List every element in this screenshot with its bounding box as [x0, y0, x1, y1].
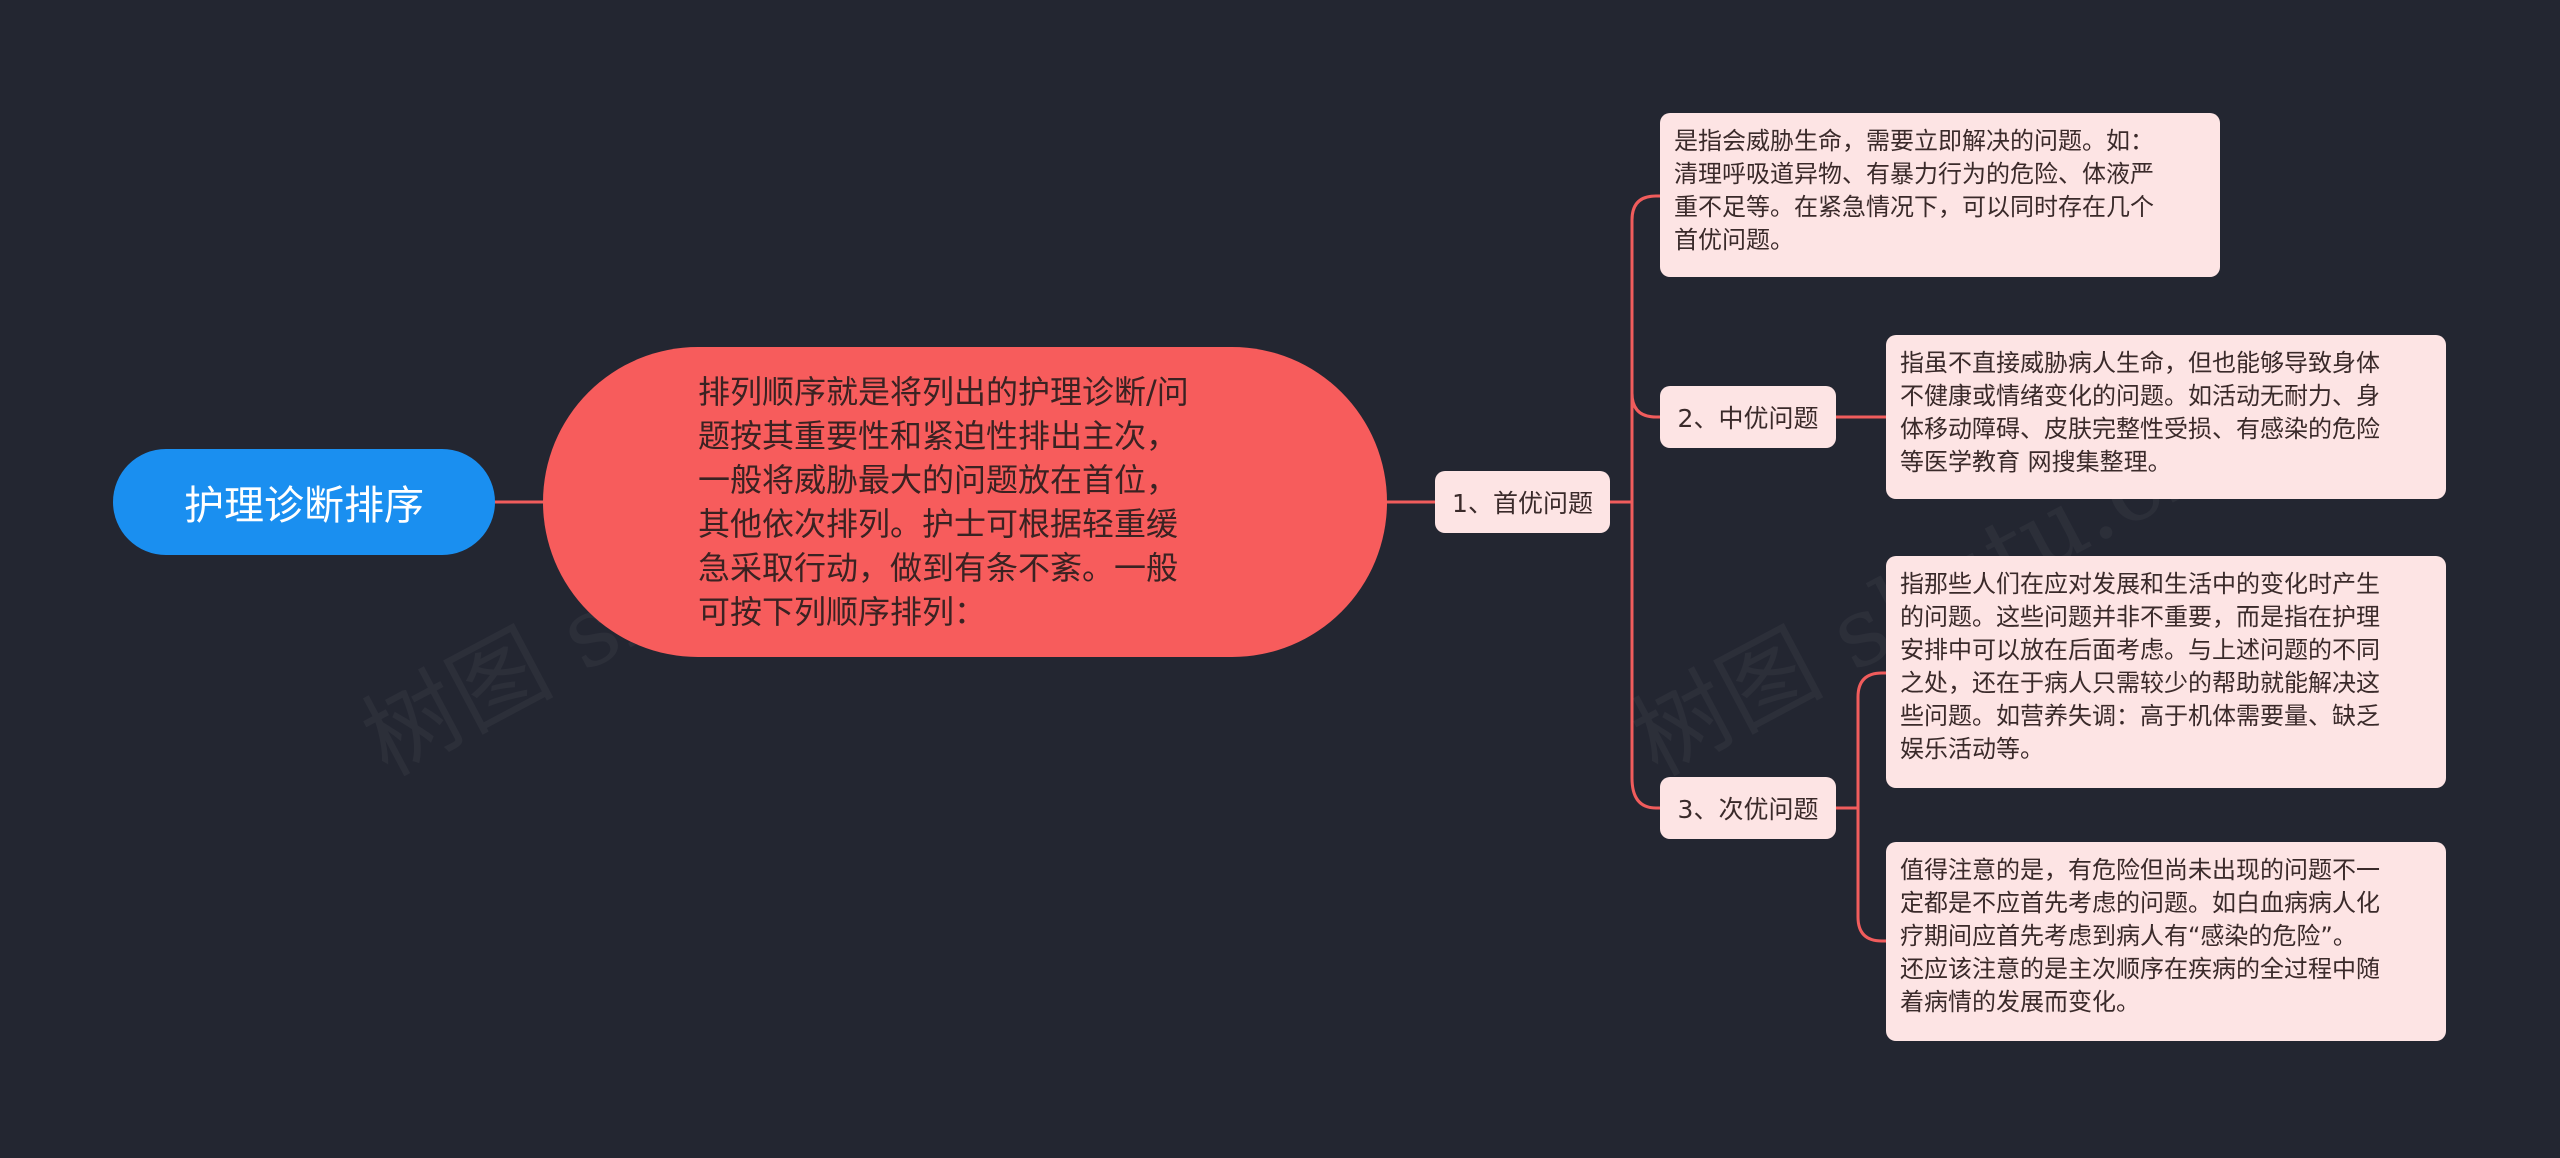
main-line: 一般将威胁最大的问题放在首位， [698, 461, 1179, 499]
branch-first-priority[interactable]: 1、首优问题 [1435, 471, 1610, 533]
leaf-line: 之处，还在于病人只需较少的帮助就能解决这 [1900, 669, 2380, 697]
leaf-line: 着病情的发展而变化。 [1900, 988, 2140, 1016]
leaf-line: 是指会威胁生命，需要立即解决的问题。如： [1674, 127, 2154, 155]
branch-label: 2、中优问题 [1677, 404, 1819, 433]
branch-label: 1、首优问题 [1452, 489, 1593, 518]
leaf-line: 的问题。这些问题并非不重要，而是指在护理 [1900, 603, 2380, 631]
branch-label: 3、次优问题 [1677, 795, 1819, 824]
leaf-line: 安排中可以放在后面考虑。与上述问题的不同 [1900, 636, 2380, 664]
main-topic-text: 排列顺序就是将列出的护理诊断/问 题按其重要性和紧迫性排出主次， 一般将威胁最大… [698, 370, 1189, 634]
leaf-line: 还应该注意的是主次顺序在疾病的全过程中随 [1900, 955, 2380, 983]
connector-third-group [1834, 671, 1888, 943]
leaf-line: 首优问题。 [1674, 226, 1794, 254]
leaf-line: 体移动障碍、皮肤完整性受损、有感染的危险 [1900, 415, 2380, 443]
leaf-line: 清理呼吸道异物、有暴力行为的危险、体液严 [1674, 160, 2154, 188]
main-line: 其他依次排列。护士可根据轻重缓 [698, 505, 1179, 543]
main-topic-node[interactable]: 排列顺序就是将列出的护理诊断/问 题按其重要性和紧迫性排出主次， 一般将威胁最大… [543, 347, 1387, 657]
leaf-first-priority-detail[interactable]: 是指会威胁生命，需要立即解决的问题。如： 清理呼吸道异物、有暴力行为的危险、体液… [1660, 113, 2220, 277]
main-line: 题按其重要性和紧迫性排出主次， [698, 417, 1179, 455]
branch-second-priority[interactable]: 2、中优问题 [1660, 386, 1836, 448]
main-line: 排列顺序就是将列出的护理诊断/问 [698, 373, 1189, 411]
leaf-line: 娱乐活动等。 [1900, 735, 2044, 763]
root-node[interactable]: 护理诊断排序 [113, 449, 495, 555]
leaf-line: 指那些人们在应对发展和生活中的变化时产生 [1900, 570, 2380, 598]
leaf-line: 疗期间应首先考虑到病人有“感染的危险”。 [1900, 922, 2357, 950]
leaf-line: 重不足等。在紧急情况下，可以同时存在几个 [1674, 193, 2154, 221]
root-label: 护理诊断排序 [184, 483, 424, 529]
leaf-line: 不健康或情绪变化的问题。如活动无耐力、身 [1900, 382, 2380, 410]
connector-first-group [1608, 194, 1662, 810]
leaf-second-priority-detail[interactable]: 指虽不直接威胁病人生命，但也能够导致身体 不健康或情绪变化的问题。如活动无耐力、… [1886, 335, 2446, 499]
main-line: 可按下列顺序排列： [698, 593, 987, 631]
leaf-line: 些问题。如营养失调：高于机体需要量、缺乏 [1900, 702, 2380, 730]
leaf-line: 指虽不直接威胁病人生命，但也能够导致身体 [1900, 349, 2380, 377]
leaf-line: 值得注意的是，有危险但尚未出现的问题不一 [1900, 856, 2380, 884]
leaf-line: 等医学教育 网搜集整理。 [1900, 448, 2172, 476]
branch-third-priority[interactable]: 3、次优问题 [1660, 777, 1836, 839]
leaf-third-priority-detail[interactable]: 指那些人们在应对发展和生活中的变化时产生 的问题。这些问题并非不重要，而是指在护… [1886, 556, 2446, 788]
main-line: 急采取行动，做到有条不紊。一般 [698, 549, 1179, 587]
leaf-line: 定都是不应首先考虑的问题。如白血病病人化 [1900, 889, 2380, 917]
leaf-third-priority-note[interactable]: 值得注意的是，有危险但尚未出现的问题不一 定都是不应首先考虑的问题。如白血病病人… [1886, 842, 2446, 1041]
